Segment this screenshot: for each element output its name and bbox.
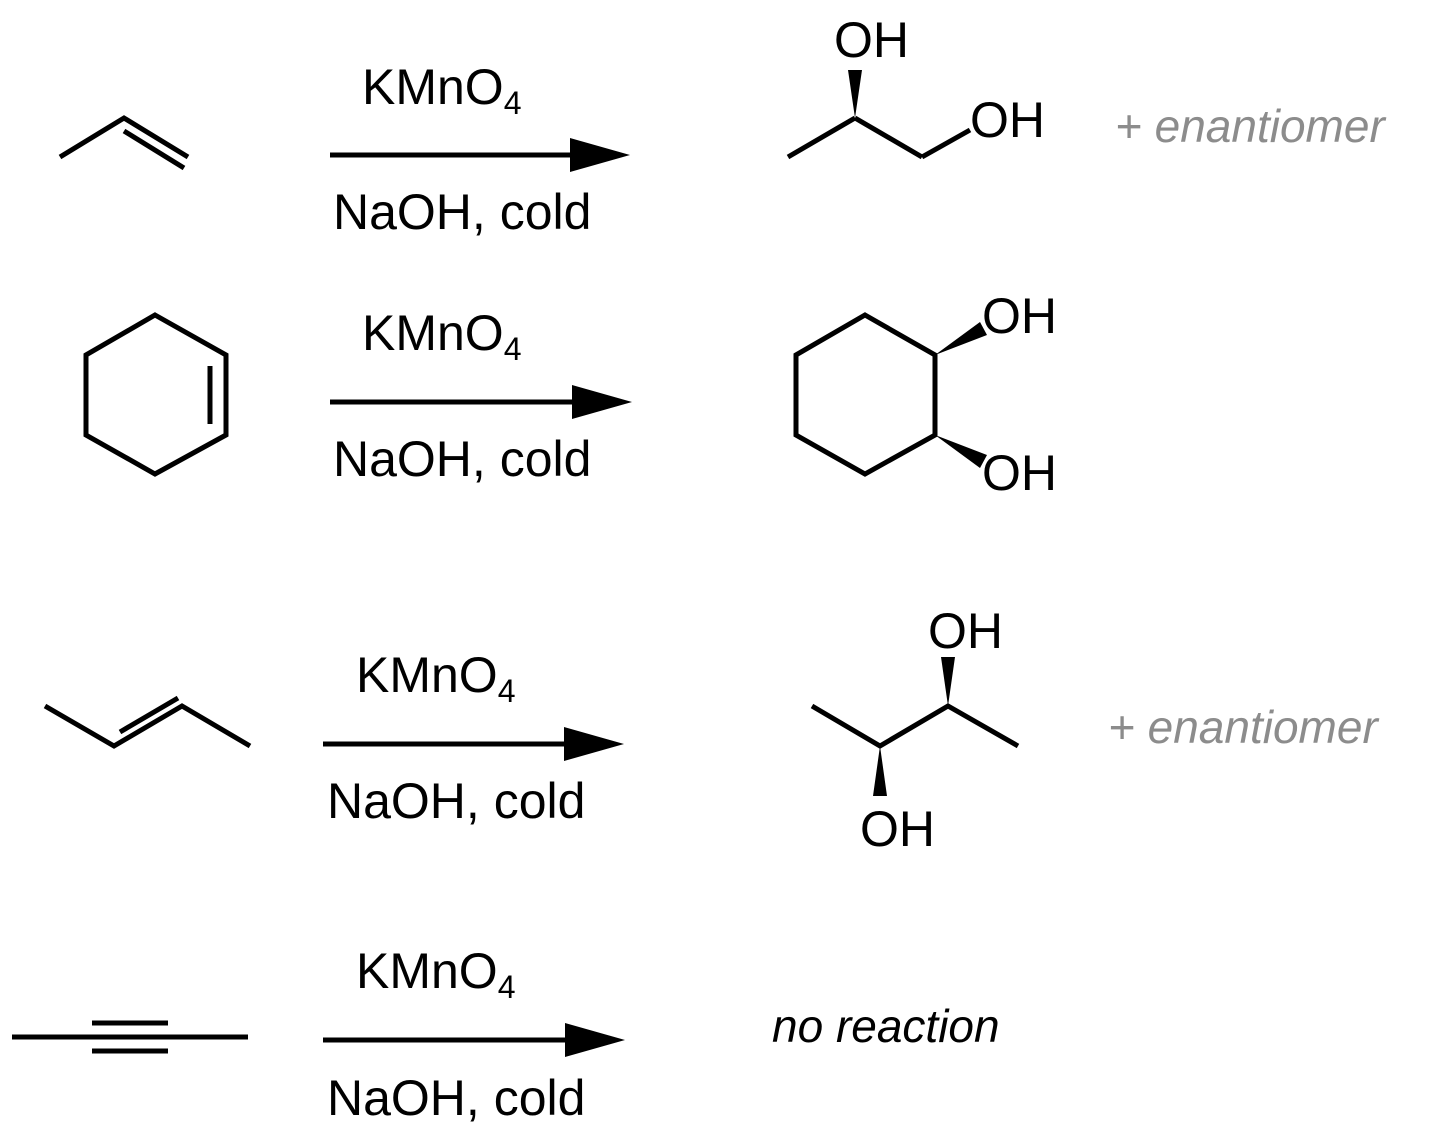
product-label-oh-3b: OH — [860, 801, 935, 857]
reagent-top-2: KMnO4 — [362, 305, 522, 367]
wedge-bond — [935, 435, 987, 468]
propanediol-structure — [786, 70, 972, 160]
2-butyne-structure — [12, 1020, 248, 1054]
propene-structure — [58, 115, 190, 171]
reaction-row-2: KMnO4 NaOH, cold OH OH — [83, 288, 1057, 501]
enantiomer-note-3: + enantiomer — [1108, 701, 1379, 753]
reaction-row-4: KMnO4 NaOH, cold no reaction — [12, 943, 1000, 1126]
product-label-oh-2b: OH — [982, 445, 1057, 501]
wedge-bond — [873, 746, 887, 796]
reaction-arrow-2 — [330, 385, 632, 419]
cyclohexanediol-structure — [793, 312, 987, 477]
cyclohexene-structure — [83, 312, 229, 477]
reaction-arrow-4 — [323, 1023, 625, 1057]
reagent-top-4: KMnO4 — [356, 943, 516, 1005]
trans-2-butene-structure — [43, 695, 252, 749]
reaction-row-3: KMnO4 NaOH, cold OH OH + enantiomer — [43, 603, 1379, 857]
enantiomer-note-1: + enantiomer — [1115, 100, 1386, 152]
product-label-oh-1a: OH — [834, 12, 909, 68]
wedge-bond — [935, 322, 987, 355]
reagent-bottom-4: NaOH, cold — [327, 1070, 585, 1126]
reaction-row-1: KMnO4 NaOH, cold OH OH + enantiomer — [58, 12, 1386, 240]
product-label-oh-3a: OH — [928, 603, 1003, 659]
reaction-arrow-1 — [330, 138, 630, 172]
no-reaction-label: no reaction — [772, 1000, 1000, 1052]
reagent-top-1: KMnO4 — [362, 59, 522, 121]
reagent-top-3: KMnO4 — [356, 647, 516, 709]
wedge-bond — [941, 657, 955, 706]
product-label-oh-2a: OH — [982, 288, 1057, 344]
reagent-bottom-3: NaOH, cold — [327, 773, 585, 829]
reagent-bottom-1: NaOH, cold — [333, 184, 591, 240]
reaction-arrow-3 — [323, 727, 624, 761]
butanediol-structure — [810, 657, 1020, 796]
reagent-bottom-2: NaOH, cold — [333, 431, 591, 487]
wedge-bond — [848, 70, 862, 118]
product-label-oh-1b: OH — [970, 92, 1045, 148]
